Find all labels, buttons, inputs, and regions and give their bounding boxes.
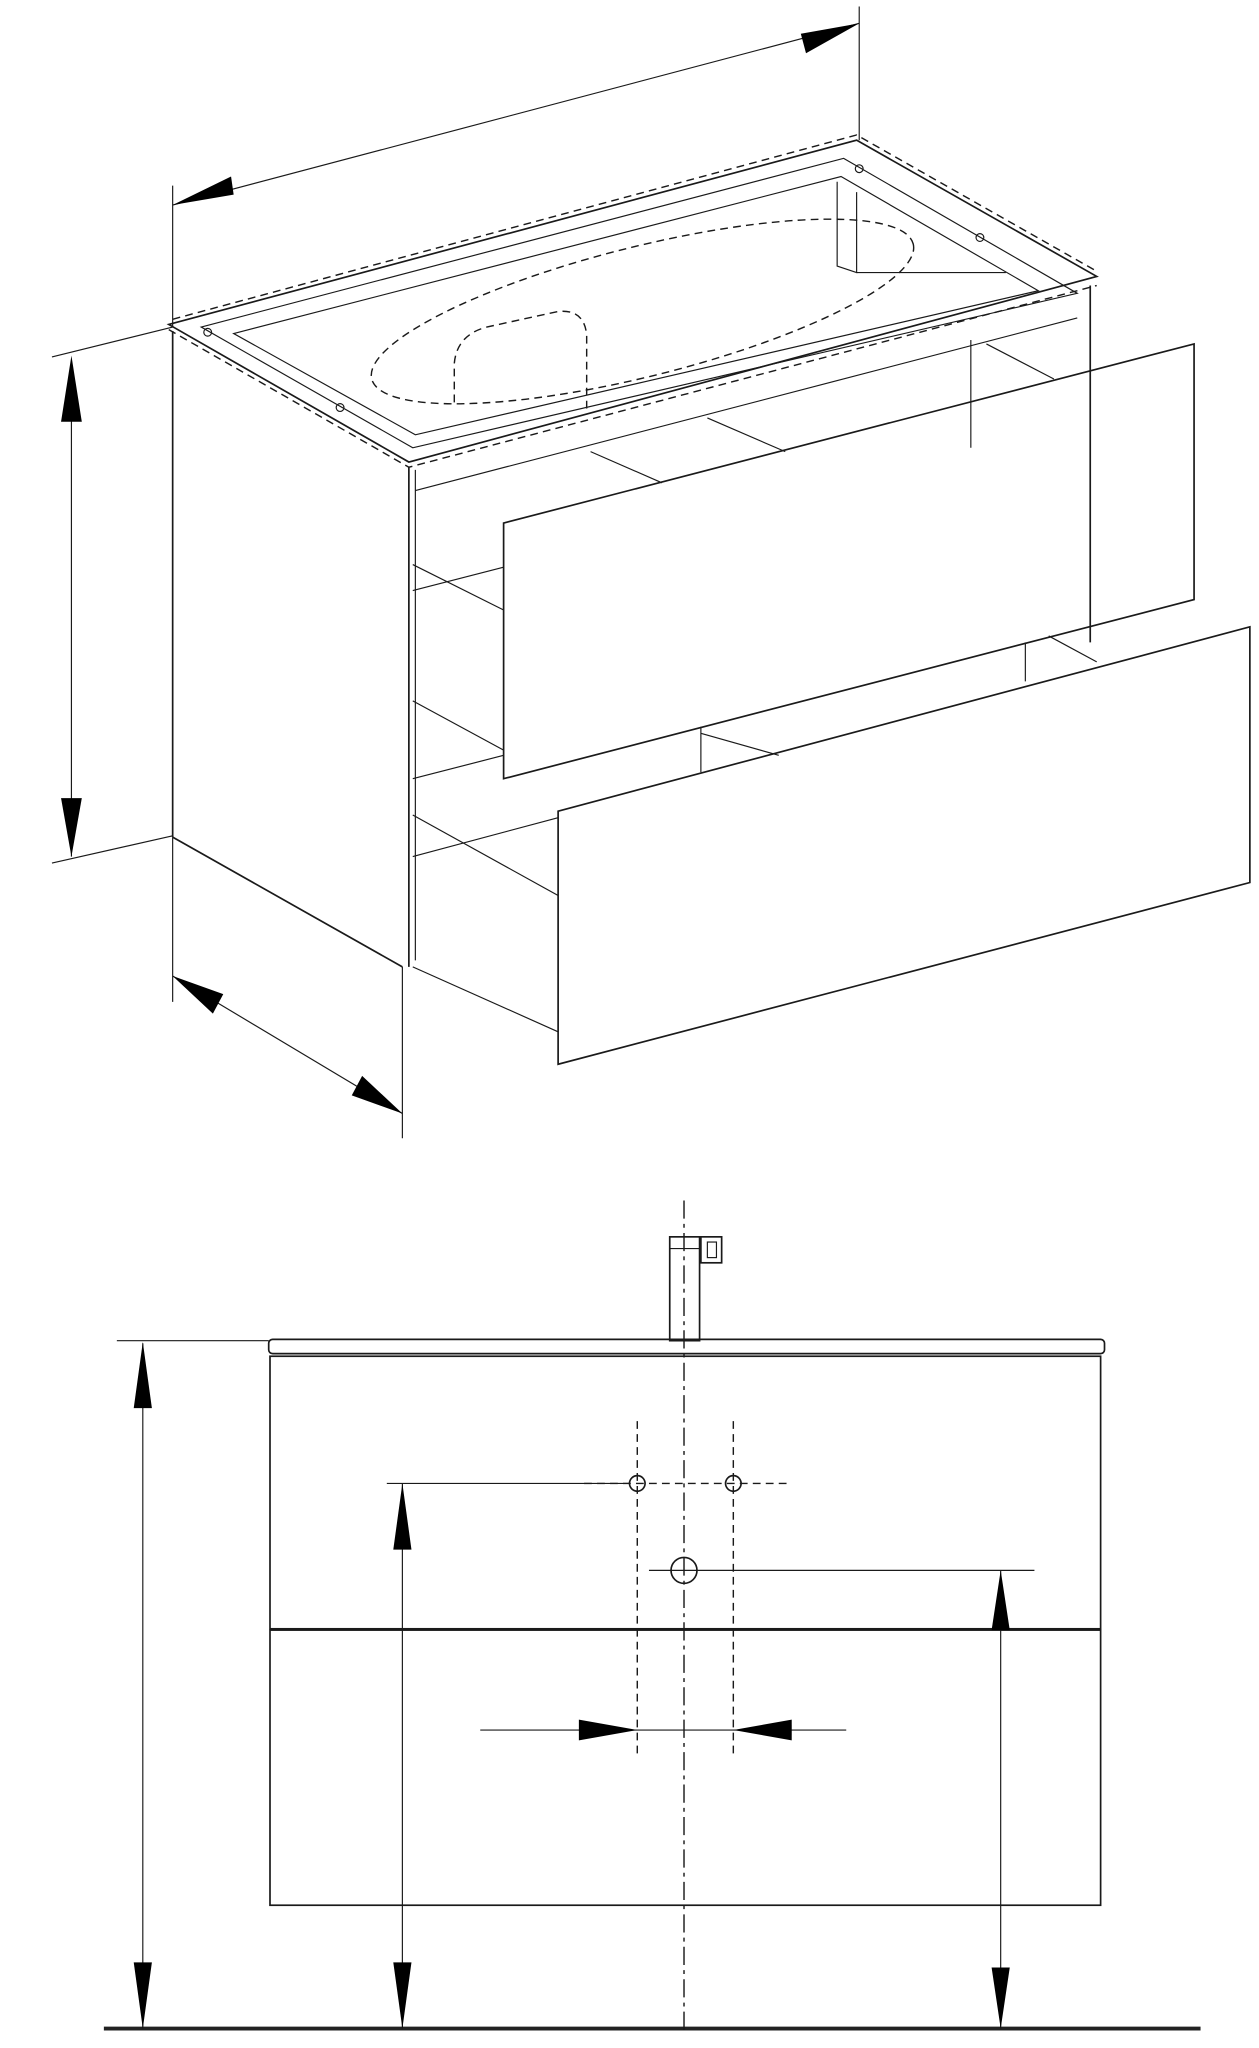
arrowhead [172, 975, 224, 1014]
tap-hole-height-dimension [386, 1482, 630, 2029]
mounting-hole [335, 403, 345, 413]
arrowhead [351, 1075, 403, 1114]
depth-dimension [172, 837, 403, 1139]
basin-outline [370, 218, 915, 405]
arrowhead [800, 23, 860, 54]
tap-holes [584, 1421, 788, 1759]
cabinet-carcass [171, 285, 1098, 1033]
height-dimension [51, 326, 173, 864]
front-view [103, 1200, 1201, 2033]
width-dimension [172, 6, 860, 328]
lower-drawer-front-elevation [269, 1629, 1102, 1907]
upper-drawer-front-elevation [269, 1355, 1102, 1630]
upper-drawer-front [502, 342, 1195, 780]
lower-drawer-front [557, 625, 1251, 1066]
arrowhead [61, 355, 82, 422]
overall-height-dimension [116, 1340, 269, 2029]
overflow-outline [453, 310, 588, 413]
faucet [668, 1236, 723, 1342]
isometric-view [51, 6, 1251, 1139]
tap-spacing-dimension [480, 1719, 847, 1741]
mounting-hole [203, 327, 213, 337]
mounting-hole [975, 233, 985, 242]
drain-height-dimension [648, 1569, 1035, 2029]
countertop [166, 134, 1099, 468]
arrowhead [172, 176, 234, 206]
arrowhead [61, 798, 82, 857]
countertop-front [267, 1338, 1106, 1355]
mounting-hole [854, 164, 864, 174]
